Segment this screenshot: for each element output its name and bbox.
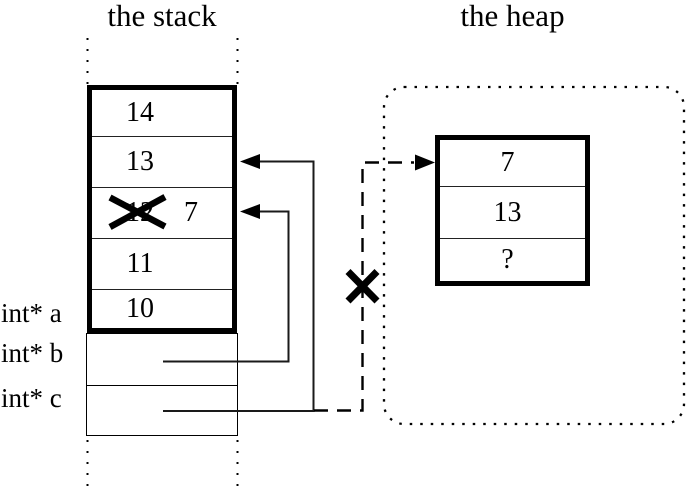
stack-cell-3: 11 [92,238,232,289]
stack-cell-4: 10 [92,289,232,328]
heap-title: the heap [460,0,565,33]
pointer-variable-cells [86,333,238,436]
heap-cell-0: 7 [440,140,585,186]
heap-value: 13 [493,196,522,228]
pointer-b-arrowhead-icon [240,204,260,219]
pointer-cell-b [87,334,237,385]
stack-box: 14 13 12 7 11 10 [87,85,237,333]
var-label-c: int* c [1,383,62,413]
replacement-value: 7 [184,197,198,228]
invalid-pointer-x-icon [345,269,380,304]
crossed-out-value: 12 [126,197,154,228]
var-label-b: int* b [1,338,64,368]
dangling-pointer-arrowhead-icon [415,154,435,171]
heap-cell-2: ? [440,238,585,281]
stack-value: 10 [126,293,154,324]
heap-value: ? [501,244,514,275]
stack-cell-1: 13 [92,136,232,187]
var-label-a: int* a [1,298,62,328]
dangling-pointer-dashed-line [314,161,414,412]
pointer-c-arrowhead-icon [240,154,260,169]
heap-box: 7 13 ? [435,135,590,286]
stack-cell-0: 14 [92,90,232,136]
stack-value: 11 [126,248,154,279]
stack-value: 13 [126,146,154,177]
stack-cell-2: 12 7 [92,187,232,238]
heap-value: 7 [500,147,515,178]
pointer-cell-c [87,385,237,435]
stack-value: 14 [126,97,154,128]
heap-cell-1: 13 [440,186,585,238]
stack-title: the stack [107,0,217,33]
